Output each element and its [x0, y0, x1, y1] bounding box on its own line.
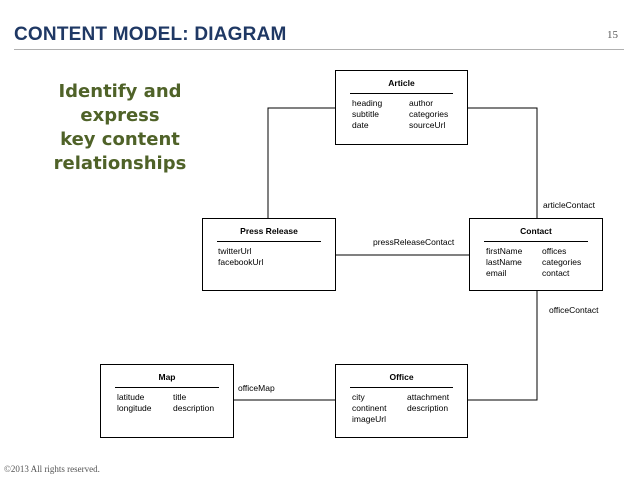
entity-divider — [217, 241, 321, 242]
relationship-label-press-release-contact: pressReleaseContact — [373, 237, 455, 247]
field-column: offices categories contact — [542, 246, 581, 279]
field-column: latitude longitude — [117, 392, 152, 414]
relationship-label-article-contact: articleContact — [543, 200, 595, 210]
entity-contact: Contact firstName lastName email offices… — [469, 218, 603, 291]
field: title — [173, 392, 187, 402]
field: attachment — [407, 392, 450, 402]
field-column: firstName lastName email — [486, 246, 522, 279]
subtitle-line: key content — [60, 129, 180, 150]
field: description — [173, 403, 215, 413]
subtitle-line: relationships — [53, 153, 187, 174]
field-column: author categories sourceUrl — [409, 98, 448, 131]
field: city — [352, 392, 365, 402]
field: email — [486, 268, 507, 278]
field: facebookUrl — [218, 257, 264, 267]
field-column: title description — [173, 392, 214, 414]
field: categories — [409, 109, 449, 119]
field: description — [407, 403, 449, 413]
field: offices — [542, 246, 567, 256]
field: lastName — [486, 257, 522, 267]
entity-office: Office city continent imageUrl attachmen… — [335, 364, 468, 438]
entity-name: Article — [388, 78, 415, 88]
field: contact — [542, 268, 570, 278]
field: firstName — [486, 246, 523, 256]
entity-divider — [350, 387, 453, 388]
connector-article-press-release — [267, 107, 335, 218]
field: subtitle — [352, 109, 379, 119]
slide-subtitle: Identify and express key content relatio… — [22, 80, 218, 176]
field: author — [409, 98, 434, 108]
connector-article-contact — [468, 107, 538, 218]
entity-name: Press Release — [240, 226, 298, 236]
relationship-label-office-contact: officeContact — [549, 305, 599, 315]
entity-divider — [115, 387, 219, 388]
field: imageUrl — [352, 414, 387, 424]
entity-article: Article heading subtitle date author cat… — [335, 70, 468, 145]
field-column: attachment description — [407, 392, 449, 414]
field: latitude — [117, 392, 145, 402]
field: date — [352, 120, 369, 130]
field: sourceUrl — [409, 120, 446, 130]
relationship-label-office-map: officeMap — [238, 383, 275, 393]
field-column: city continent imageUrl — [352, 392, 387, 425]
connector-contact-office — [468, 291, 538, 401]
page-number: 15 — [607, 29, 618, 41]
entity-name: Office — [389, 372, 414, 382]
entity-name: Map — [158, 372, 176, 382]
field: continent — [352, 403, 387, 413]
entity-divider — [484, 241, 588, 242]
subtitle-line: Identify and express — [58, 81, 182, 126]
title-divider — [14, 49, 624, 50]
entity-name: Contact — [520, 226, 552, 236]
entity-press-release: Press Release twitterUrl facebookUrl — [202, 218, 336, 291]
field-column: twitterUrl facebookUrl — [218, 246, 263, 268]
field: categories — [542, 257, 582, 267]
entity-divider — [350, 93, 453, 94]
field-column: heading subtitle date — [352, 98, 382, 131]
field: heading — [352, 98, 383, 108]
field: longitude — [117, 403, 152, 413]
copyright-footer: ©2013 All rights reserved. — [4, 464, 100, 474]
slide-title: CONTENT MODEL: DIAGRAM — [14, 24, 287, 45]
field: twitterUrl — [218, 246, 252, 256]
entity-map: Map latitude longitude title description — [100, 364, 234, 438]
